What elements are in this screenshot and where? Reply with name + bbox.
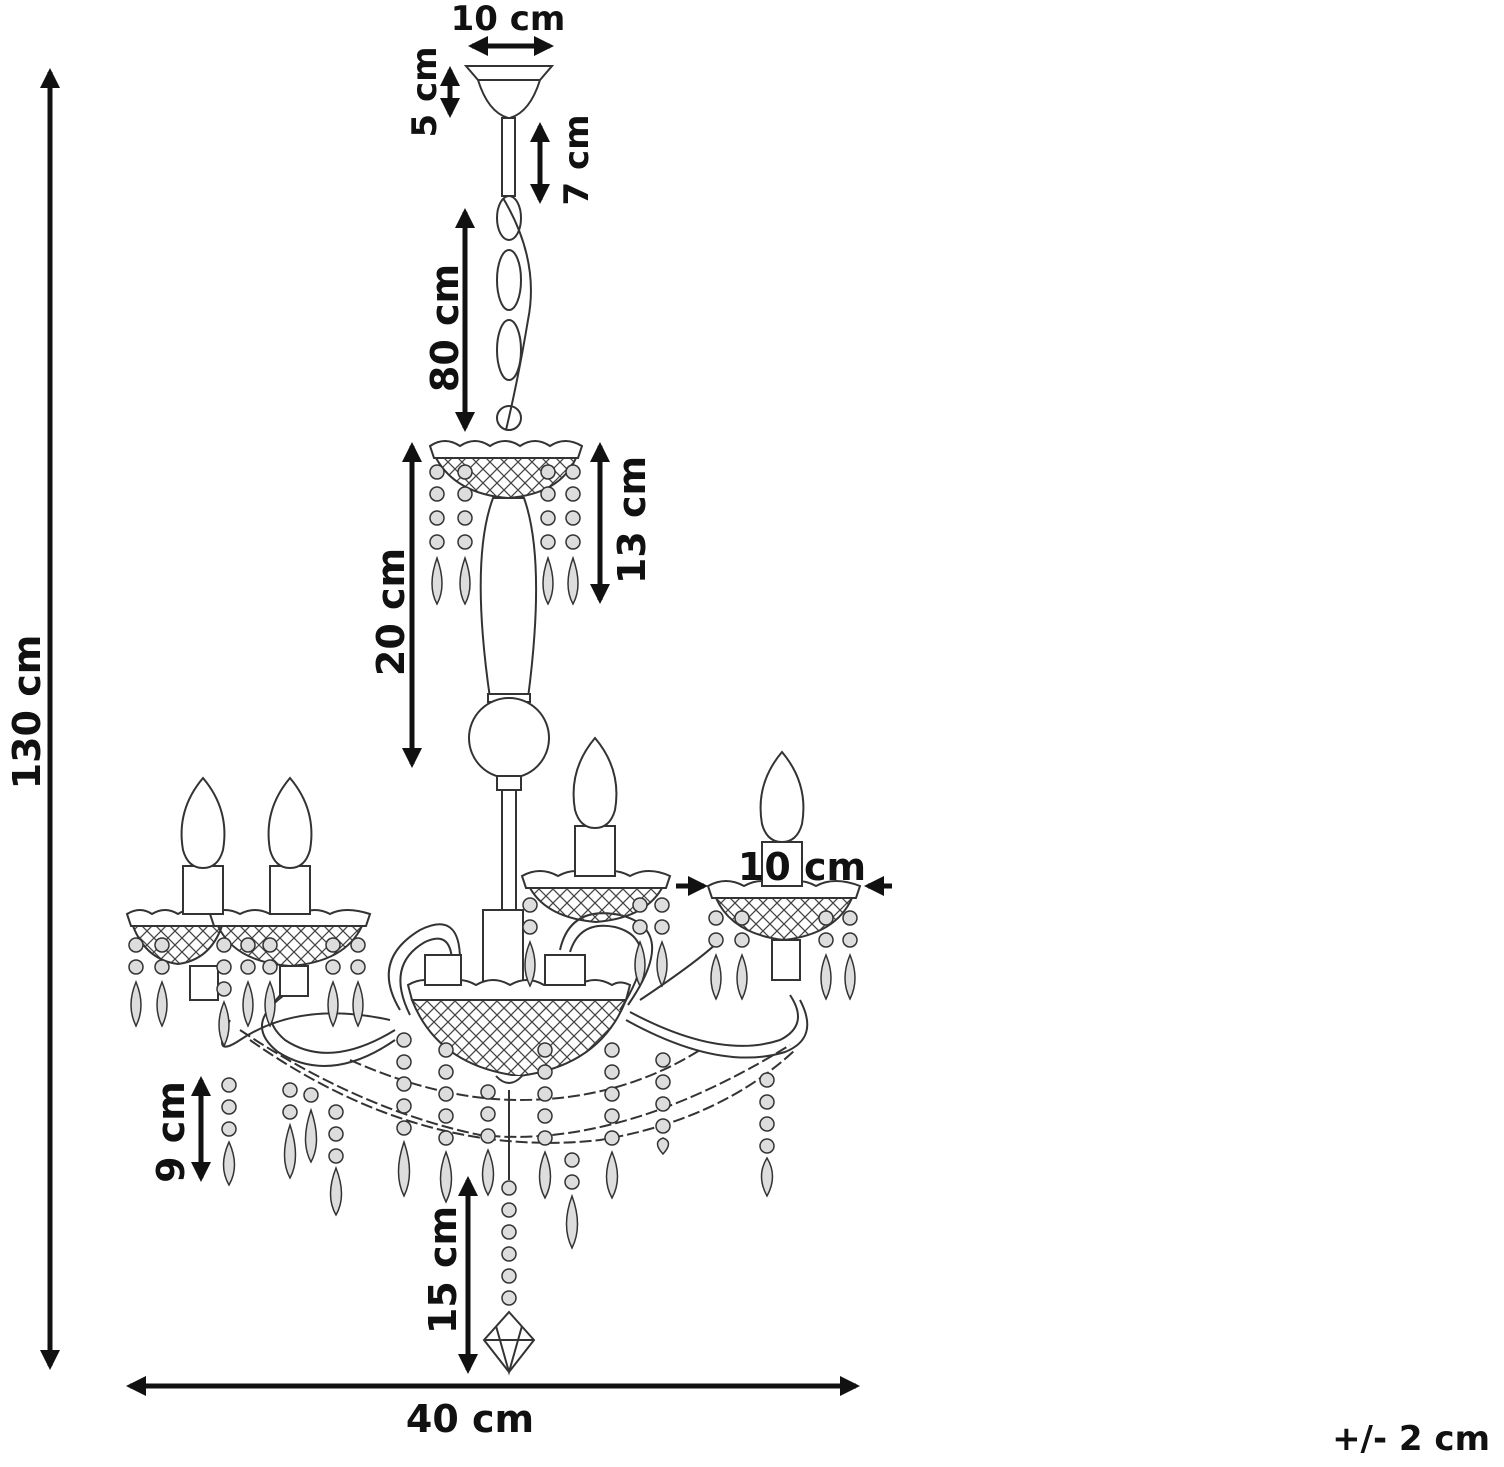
dimension-labels: 130 cm 10 cm 5 cm 7 cm 80 cm 20 cm 13 cm… [5, 0, 1490, 1459]
canopy-width-label: 10 cm [451, 0, 566, 39]
canopy-rod [501, 117, 516, 197]
bottom-pendant-label: 15 cm [421, 1206, 465, 1334]
body-height-label: 20 cm [369, 548, 413, 676]
central-vase [479, 497, 538, 699]
chandelier-illustration [125, 65, 862, 1376]
bottom-pendant [482, 1090, 536, 1376]
top-crown-drops [429, 464, 581, 606]
chain-length-label: 80 cm [423, 264, 467, 392]
top-crown-height-label: 13 cm [610, 456, 654, 584]
top-crown-rim [428, 440, 584, 459]
total-width-label: 40 cm [406, 1397, 534, 1441]
dimension-lines [40, 36, 892, 1396]
cup-drops [128, 897, 858, 1048]
main-bowl [410, 999, 628, 1078]
rod-length-label: 7 cm [557, 114, 597, 205]
lower-drops [221, 1032, 775, 1250]
total-height-label: 130 cm [5, 635, 49, 790]
tolerance-note: +/- 2 cm [1332, 1419, 1490, 1459]
central-sphere [468, 697, 550, 779]
candle-bulbs [180, 736, 805, 870]
ceiling-canopy [463, 65, 555, 119]
drop-length-label: 9 cm [149, 1081, 193, 1183]
chain [496, 195, 532, 431]
candle-sockets [182, 825, 803, 1001]
cup-width-label: 10 cm [738, 845, 866, 889]
canopy-height-label: 5 cm [405, 46, 445, 137]
